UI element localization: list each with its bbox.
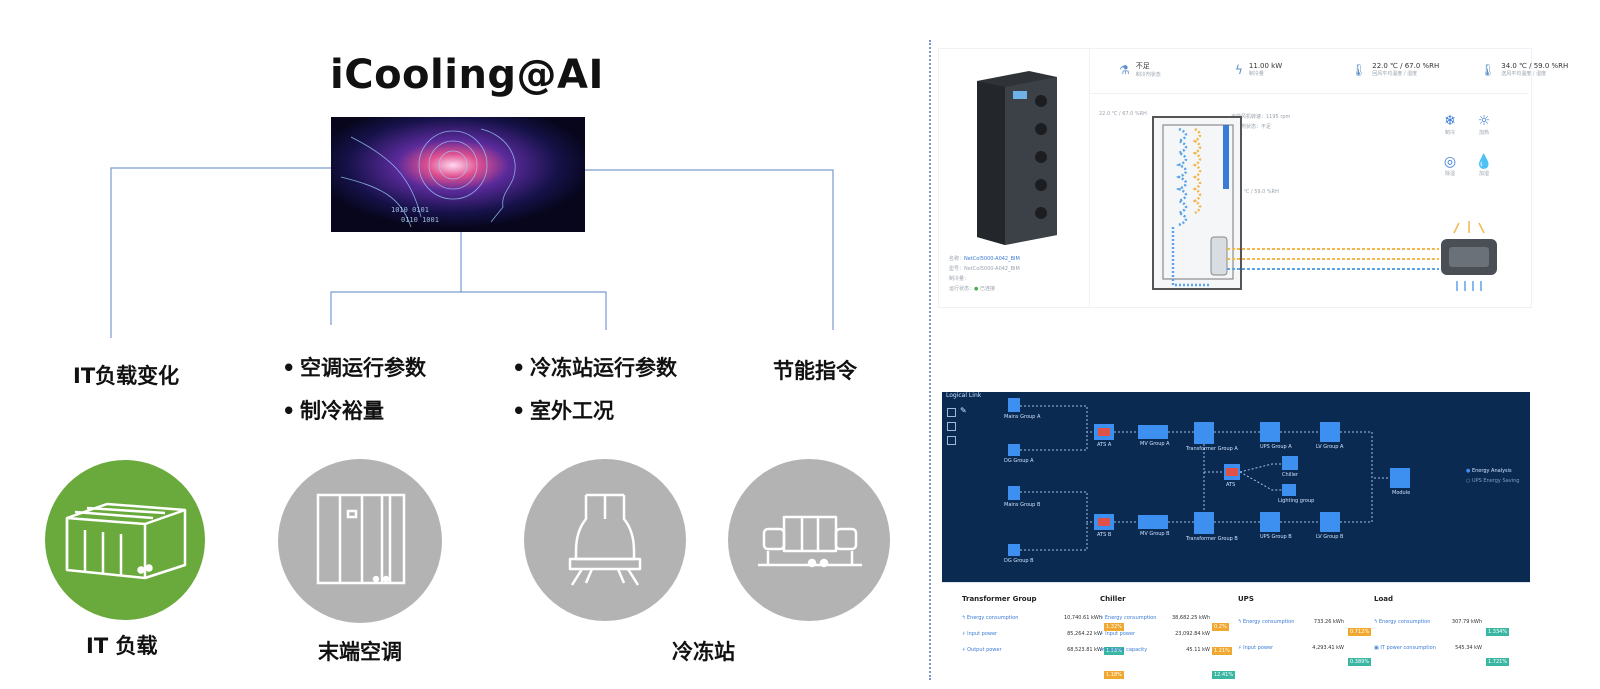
connector-lines [110, 167, 834, 338]
supply-air-reading: 34.0 ℃ / 59.0 %RH [1231, 189, 1279, 195]
mode-cooling[interactable]: ❄制冷 [1433, 113, 1467, 136]
mode-humidify[interactable]: 💧加湿 [1467, 154, 1501, 177]
server-rack-icon [65, 502, 187, 580]
sun-icon: ☼ [1477, 113, 1491, 129]
fan-speed-text: 当前风机转速：1195 rpm [1231, 114, 1291, 120]
terminal-ac-label: 末端空调 [318, 640, 402, 664]
terminal-ac-circle [278, 459, 442, 623]
legend-energy-analysis[interactable]: ● Energy Analysis [1466, 468, 1512, 474]
metric-refrigerant: ⚗ 不足制冷剂状态 [1119, 62, 1161, 78]
thermometer-icon: 🌡 [1480, 62, 1496, 77]
cooling-schematic [1152, 116, 1497, 291]
ac-param-item: •制冷裕量 [282, 399, 384, 423]
mode-dehumidify[interactable]: ◎除湿 [1433, 154, 1467, 177]
zoom-in-icon[interactable] [947, 422, 956, 431]
chiller-station-label: 冷冻站 [672, 640, 735, 664]
logical-link-title: Logical Link [946, 392, 982, 399]
logical-link-panel: Logical Link ✎ [942, 392, 1530, 582]
dehumidify-icon: ◎ [1443, 154, 1457, 170]
chiller-circle [728, 459, 890, 621]
svg-text:0110 1001: 0110 1001 [401, 216, 439, 224]
ac-param-item: •空调运行参数 [282, 356, 426, 380]
droplet-icon: 💧 [1475, 154, 1493, 170]
return-air-reading: 22.0 ℃ / 67.0 %RH [1099, 111, 1147, 117]
svg-text:1010 0101: 1010 0101 [391, 206, 429, 214]
dotted-divider [929, 40, 931, 680]
it-load-label: IT 负载 [86, 634, 158, 658]
ac-cabinet-image [977, 71, 1057, 245]
zoom-out-icon[interactable] [947, 436, 956, 445]
page-title: iCooling@AI [330, 52, 604, 98]
energy-command-label: 节能指令 [773, 359, 857, 383]
legend-ups-energy-saving[interactable]: ○ UPS Energy Saving [1466, 478, 1520, 484]
edit-icon[interactable]: ✎ [960, 406, 967, 415]
precision-ac-icon [316, 493, 406, 585]
chiller-unit-icon [758, 515, 862, 568]
it-load-circle [45, 460, 205, 620]
chiller-param-item: •室外工况 [512, 399, 614, 423]
chiller-param-item: •冷冻站运行参数 [512, 356, 677, 380]
flask-icon: ⚗ [1119, 62, 1130, 77]
grid-icon[interactable] [947, 408, 956, 417]
refrigerant-status-text: 制冷剂状态：不足 [1231, 124, 1272, 130]
snowflake-icon: ❄ [1444, 113, 1456, 129]
bolt-icon: ϟ [1235, 62, 1243, 77]
legend: ● Energy Analysis ○ UPS Energy Saving [1466, 468, 1519, 484]
power-topology [1008, 398, 1410, 556]
mode-heating[interactable]: ☼加热 [1467, 113, 1501, 136]
ac-monitor-panel: 名称：NetCol5000-A042_BIM 型号：NetCol5000-A04… [938, 48, 1568, 308]
cooling-tower-icon [568, 493, 642, 586]
cooling-tower-circle [524, 459, 686, 621]
it-load-change-label: IT负载变化 [73, 364, 180, 388]
thermometer-icon: 🌡 [1351, 62, 1367, 77]
ai-brain-image: 1010 0101 0110 1001 [331, 117, 585, 232]
